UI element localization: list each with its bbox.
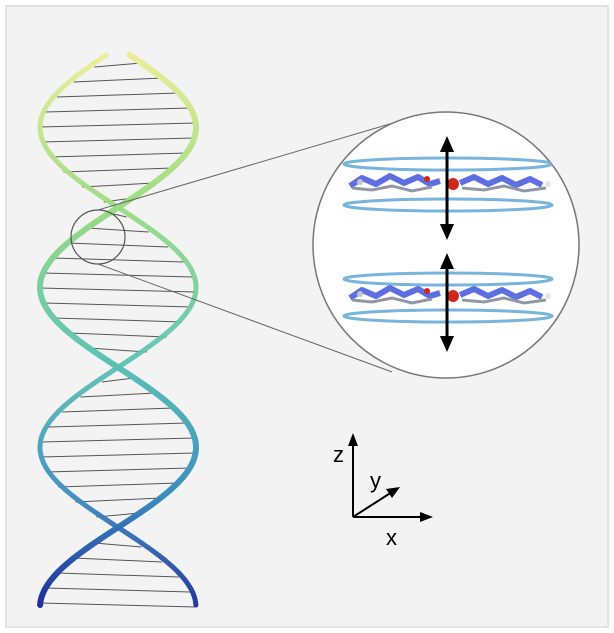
axis-label-z: z [333, 442, 344, 467]
axis-label-x: x [386, 525, 397, 550]
magnified-view [313, 112, 579, 378]
axis-label-y: y [370, 468, 381, 493]
